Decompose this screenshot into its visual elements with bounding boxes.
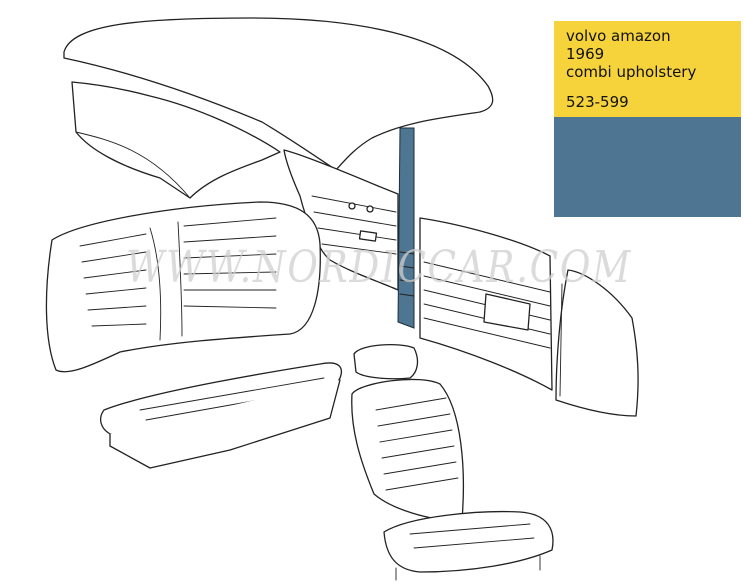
front-door-panel <box>283 149 399 291</box>
headliner <box>63 17 494 199</box>
quarter-panel <box>555 269 639 417</box>
info-label: volvo amazon 1969 combi upholstery 523-5… <box>554 21 741 217</box>
front-seat <box>351 344 554 581</box>
part-code: 523-599 <box>566 93 629 111</box>
watermark-text: WWW.NORDICCAR.COM <box>126 242 632 293</box>
upholstery-type: combi upholstery <box>566 63 697 81</box>
rear-seat-cushion <box>99 362 343 469</box>
model-year: 1969 <box>566 45 605 63</box>
color-swatch <box>554 117 741 217</box>
info-label-text-area: volvo amazon 1969 combi upholstery 523-5… <box>554 21 741 117</box>
b-pillar-trim <box>397 127 415 329</box>
model-name: volvo amazon <box>566 27 671 45</box>
rear-seat-backrest <box>45 201 321 373</box>
rear-door-panel <box>419 217 553 391</box>
